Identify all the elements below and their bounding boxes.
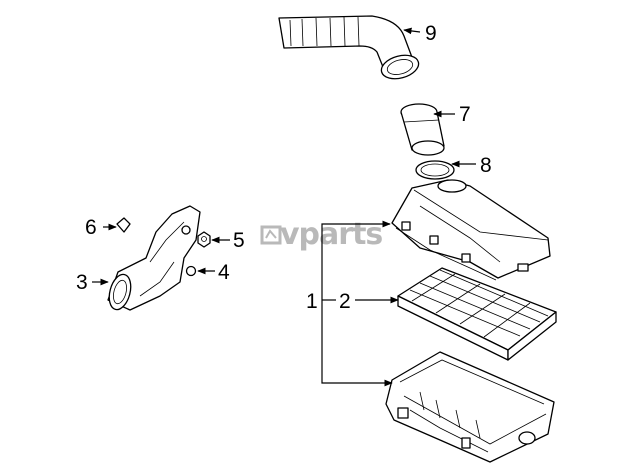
callout-3: 3	[76, 271, 88, 294]
callout-7: 7	[459, 103, 471, 126]
hex-nut	[197, 231, 211, 248]
seal-ring	[415, 160, 455, 180]
air-cleaner-housing	[385, 351, 555, 463]
air-cleaner-cover	[391, 179, 551, 281]
callout-5: 5	[233, 229, 245, 252]
filter-element	[397, 267, 557, 361]
callout-9: 9	[425, 22, 437, 45]
callout-8: 8	[480, 154, 492, 177]
callout-6: 6	[85, 216, 97, 239]
watermark-text: vparts	[280, 217, 382, 252]
clip-fastener	[116, 217, 131, 233]
callout-2: 2	[339, 290, 351, 313]
intake-duct	[107, 205, 201, 311]
callout-4: 4	[218, 261, 230, 284]
intake-hose	[278, 15, 420, 80]
bolt-fastener	[185, 265, 197, 277]
callout-1: 1	[306, 290, 318, 313]
leader-lines	[92, 27, 476, 387]
watermark-logo: vparts	[260, 217, 383, 252]
air-sleeve	[400, 103, 445, 156]
